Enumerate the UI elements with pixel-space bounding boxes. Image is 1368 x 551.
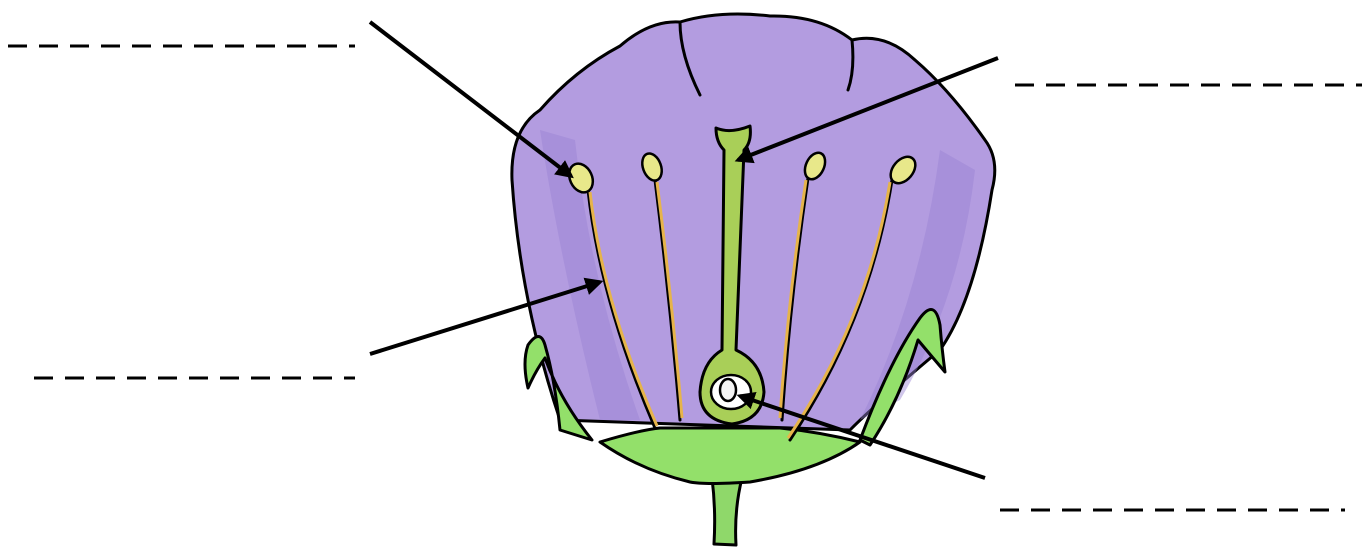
stem — [712, 478, 742, 545]
pointer-arrow-anther — [370, 22, 571, 176]
receptacle — [600, 428, 860, 484]
ovule — [720, 379, 736, 401]
